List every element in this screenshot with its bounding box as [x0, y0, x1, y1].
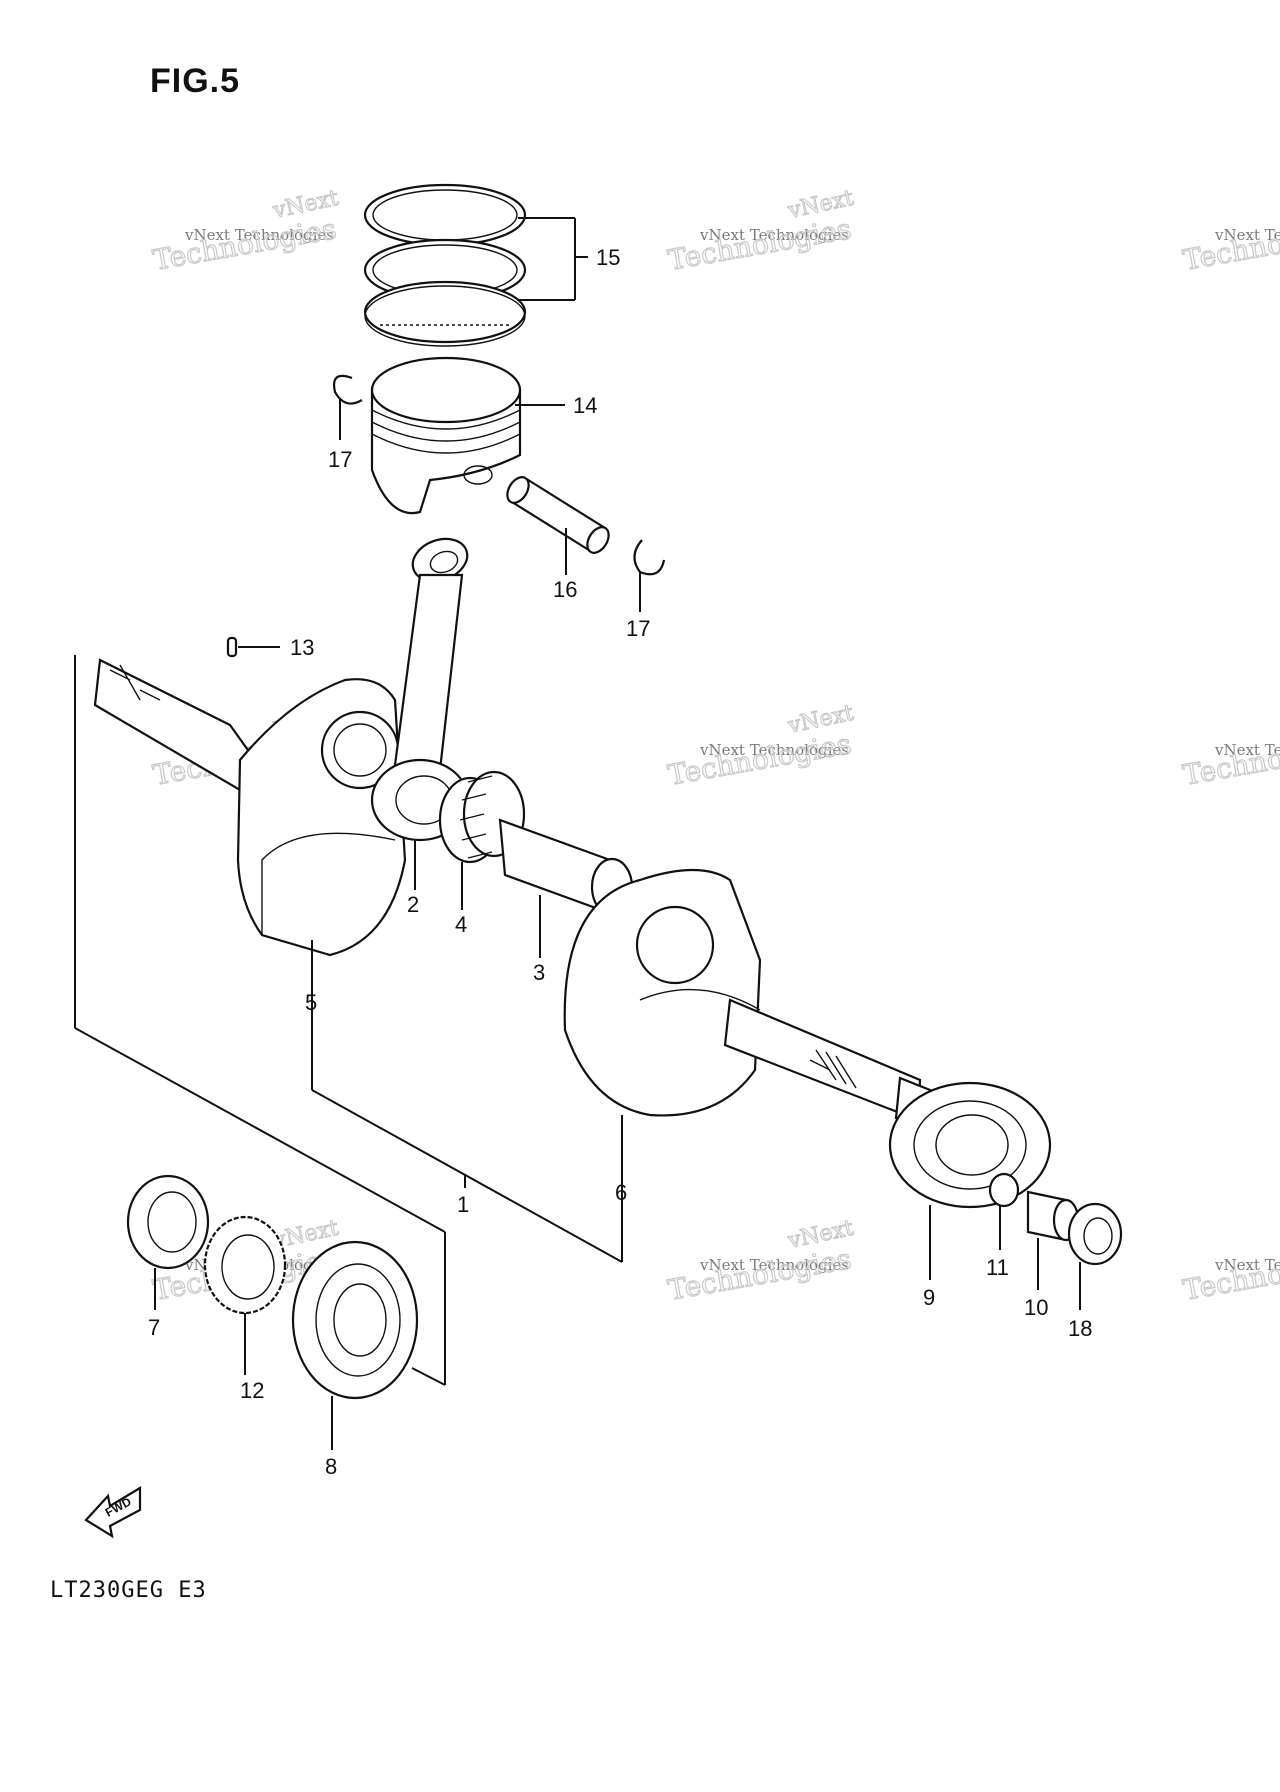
- callout-10: 10: [1024, 1295, 1048, 1320]
- callout-12: 12: [240, 1378, 264, 1403]
- svg-text:vNext Technologies: vNext Technologies: [699, 741, 849, 759]
- callout-3: 3: [533, 960, 545, 985]
- callout-17-right: 17: [626, 616, 650, 641]
- callout-18: 18: [1068, 1316, 1092, 1341]
- callout-2: 2: [407, 892, 419, 917]
- piston-rings: [363, 183, 527, 347]
- svg-text:Technologies: Technologies: [150, 212, 338, 277]
- forward-direction-icon: FWD: [84, 1486, 142, 1539]
- circlip-right: [633, 539, 666, 576]
- callout-7: 7: [148, 1315, 160, 1340]
- model-code: LT230GEG E3: [50, 1578, 207, 1603]
- svg-text:Technologies: Technologies: [1180, 727, 1280, 792]
- figure-title: FIG.5: [150, 62, 241, 100]
- svg-text:Technologies: Technologies: [665, 1242, 853, 1307]
- bearing-small-left: [126, 1174, 210, 1270]
- callout-6: 6: [615, 1180, 627, 1205]
- crankshaft-right: [563, 868, 952, 1138]
- piston: [370, 356, 522, 515]
- svg-text:Technologies: Technologies: [665, 212, 853, 277]
- svg-text:Technologies: Technologies: [1180, 212, 1280, 277]
- svg-text:vNext Technologies: vNext Technologies: [699, 1256, 849, 1274]
- woodruff-key: [226, 636, 238, 658]
- callout-8: 8: [325, 1454, 337, 1479]
- callout-11: 11: [986, 1255, 1009, 1280]
- oil-seal: [1067, 1202, 1123, 1266]
- crankshaft-left: [93, 658, 407, 957]
- svg-text:vNext Technologies: vNext Technologies: [1214, 1256, 1280, 1274]
- svg-text:vNext Technologies: vNext Technologies: [1214, 741, 1280, 759]
- callout-1: 1: [457, 1192, 469, 1217]
- leader-lines: [154, 398, 1081, 1450]
- svg-text:vNext Technologies: vNext Technologies: [184, 226, 334, 244]
- timing-gear: [203, 1215, 287, 1315]
- callout-labels: 15 14 17 16 17 13 2 4 3 5 1 6 7 12 8 9 1…: [148, 245, 1092, 1479]
- svg-text:Technologies: Technologies: [665, 727, 853, 792]
- main-bearing-right: [888, 1081, 1052, 1209]
- svg-text:vNext Technologies: vNext Technologies: [699, 226, 849, 244]
- svg-text:Technologies: Technologies: [1180, 1242, 1280, 1307]
- main-bearing-left: [291, 1240, 419, 1400]
- piston-pin: [506, 476, 610, 554]
- callout-4: 4: [455, 912, 467, 937]
- shim: [988, 1172, 1020, 1208]
- callout-9: 9: [923, 1285, 935, 1310]
- circlip-left: [333, 374, 363, 405]
- callout-16: 16: [553, 577, 577, 602]
- callout-15: 15: [596, 245, 620, 270]
- callout-17-left: 17: [328, 447, 352, 472]
- svg-text:vNext Technologies: vNext Technologies: [1214, 226, 1280, 244]
- callout-13: 13: [290, 635, 314, 660]
- callout-5: 5: [305, 990, 317, 1015]
- callout-14: 14: [573, 393, 597, 418]
